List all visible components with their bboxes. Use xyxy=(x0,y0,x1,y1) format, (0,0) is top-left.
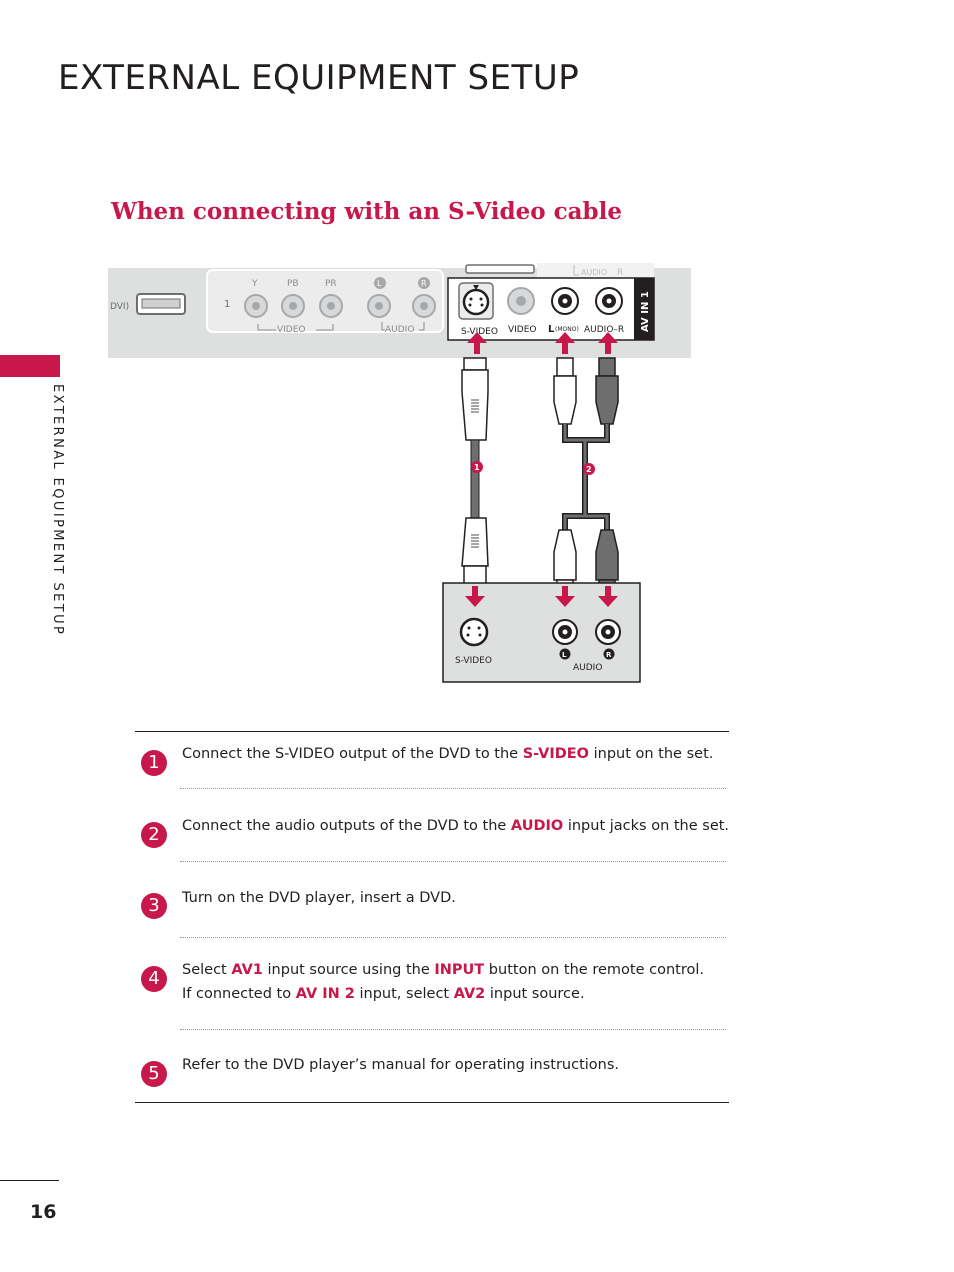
step-text: Select AV1 input source using the INPUT … xyxy=(182,962,704,1002)
audio-cable xyxy=(553,357,619,595)
step-text: Refer to the DVD player’s manual for ope… xyxy=(182,1057,620,1073)
av-svideo-label: S-VIDEO xyxy=(461,327,498,337)
cable-2-badge: 2 xyxy=(586,465,592,474)
av-mono-label: (MONO) xyxy=(555,326,579,333)
dvd-audio-l-jack xyxy=(552,619,578,645)
av-audio-r-label: AUDIO–R xyxy=(584,325,624,335)
step-divider xyxy=(180,937,726,938)
keyword-audio: AUDIO xyxy=(510,818,564,834)
step-divider xyxy=(180,788,726,789)
step-text: Connect the S-VIDEO output of the DVD to… xyxy=(182,746,714,762)
step-divider xyxy=(180,1029,726,1030)
page-number: 16 xyxy=(30,1201,57,1223)
component-audio-r-badge: R xyxy=(421,279,427,288)
dvd-svideo-label: S-VIDEO xyxy=(455,656,492,666)
dvd-r-badge: R xyxy=(606,651,612,659)
step-text: Connect the audio outputs of the DVD to … xyxy=(182,818,730,834)
component-pb-label: PB xyxy=(287,279,299,289)
dvd-svideo-jack xyxy=(459,617,489,647)
side-tab-marker xyxy=(0,355,60,377)
svideo-cable xyxy=(461,357,489,595)
connection-diagram: DVI) 1 Y PB PR L R VIDEO AUDIO L AUDIO R… xyxy=(108,263,691,683)
av-mono-l-label: L xyxy=(548,324,555,335)
av-in-1-label: AV IN 1 xyxy=(640,291,651,332)
footer-rule xyxy=(0,1180,59,1181)
page-title: EXTERNAL EQUIPMENT SETUP xyxy=(58,58,580,98)
svideo-jack xyxy=(458,282,494,320)
component-video-group-label: VIDEO xyxy=(277,325,306,335)
dvd-audio-label: AUDIO xyxy=(573,663,602,673)
step-number-badge: 2 xyxy=(141,822,167,848)
dvd-audio-r-jack xyxy=(595,619,621,645)
keyword-av1: AV1 xyxy=(231,962,263,978)
side-section-label: EXTERNAL EQUIPMENT SETUP xyxy=(50,384,65,637)
top-audio-r-label: R xyxy=(617,268,623,278)
step-number-badge: 5 xyxy=(141,1061,167,1087)
keyword-av2: AV2 xyxy=(453,986,486,1002)
component-number: 1 xyxy=(224,299,230,310)
hdmi-label: DVI) xyxy=(110,302,129,312)
step-divider xyxy=(180,861,726,862)
av-video-label: VIDEO xyxy=(508,325,537,335)
steps-list: 1 Connect the S-VIDEO output of the DVD … xyxy=(135,731,729,1103)
step-number-badge: 1 xyxy=(141,750,167,776)
component-y-label: Y xyxy=(251,279,258,289)
audio-r-jack xyxy=(595,287,623,315)
component-audio-group-label: AUDIO xyxy=(385,325,414,335)
step-number-badge: 3 xyxy=(141,893,167,919)
component-pr-label: PR xyxy=(325,279,337,289)
arrows-into-dvd xyxy=(465,586,618,607)
component-jacks xyxy=(244,294,436,318)
dvd-l-badge: L xyxy=(562,651,567,659)
av-in-1-tag xyxy=(634,278,654,340)
keyword-svideo: S-VIDEO xyxy=(522,746,589,762)
cable-1-badge: 1 xyxy=(474,463,480,472)
step-number-badge: 4 xyxy=(141,966,167,992)
keyword-input: INPUT xyxy=(434,962,485,978)
section-heading: When connecting with an S-Video cable xyxy=(111,198,622,225)
step-text: Turn on the DVD player, insert a DVD. xyxy=(182,890,456,906)
component-audio-l-badge: L xyxy=(377,279,382,288)
top-audio-label: AUDIO xyxy=(581,268,607,277)
keyword-av-in-2: AV IN 2 xyxy=(295,986,355,1002)
arrows-into-tv xyxy=(467,332,618,354)
audio-l-jack xyxy=(551,287,579,315)
video-jack xyxy=(507,287,535,315)
